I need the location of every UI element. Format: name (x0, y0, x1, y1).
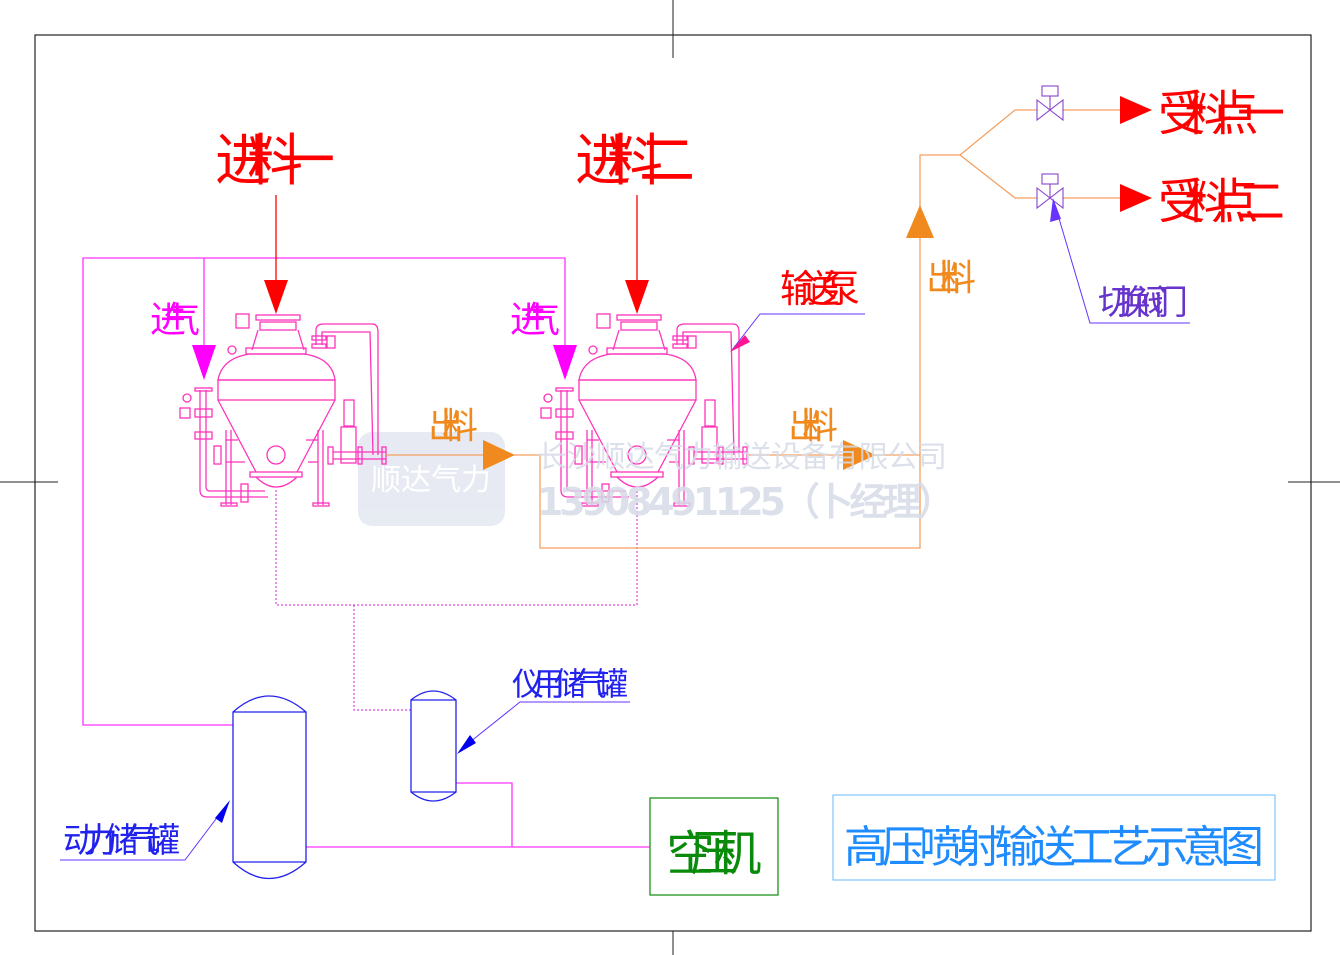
receiving-point-1-label: 受料点一 (1158, 86, 1285, 142)
air-in-1-label: 进气 (150, 300, 200, 341)
receiving-point-2-label: 受料点二 (1158, 174, 1285, 230)
air-compressor-label: 空压机 (667, 826, 762, 882)
discharge-arrow-1 (483, 440, 515, 470)
conveying-pump-label: 输送泵 (780, 267, 860, 311)
valve-leader-arrow (1050, 198, 1061, 222)
air-inlet-arrow-2 (553, 345, 577, 380)
power-air-tank (232, 695, 307, 880)
diagram-title: 高压喷射输送工艺示意图 (844, 822, 1264, 873)
air-pipeline (82, 257, 650, 848)
pump-vessel-1 (179, 313, 387, 507)
discharge-2-label: 出料 (788, 406, 838, 447)
discharge-pipeline (386, 109, 1120, 549)
discharge-arrow-up (906, 205, 934, 238)
receive-arrow-2 (1120, 184, 1152, 212)
air-compressor-box (649, 797, 779, 896)
instrument-tank-leader-arrow (457, 735, 476, 754)
watermark: 长沙顺达气力输送设备有限公司 13908491125（卜经理） (537, 440, 955, 524)
discharge-1-label: 出料 (428, 406, 478, 447)
air-inlet-arrow-1 (192, 345, 216, 380)
instrument-air-tank-label: 仪用储气罐 (512, 665, 628, 703)
feed-arrow-2 (625, 280, 649, 314)
watermark-phone: 13908491125（卜经理） (537, 480, 955, 524)
valve-2 (1036, 184, 1064, 210)
feed-arrow-1 (264, 280, 288, 314)
discharge-arrow-2 (843, 440, 876, 470)
receive-arrow-1 (1120, 96, 1152, 124)
valve-1 (1036, 96, 1064, 122)
air-in-2-label: 进气 (510, 300, 560, 341)
instrument-air-tank (410, 690, 457, 802)
title-box (832, 794, 1276, 881)
valve-actuator-1 (1041, 85, 1059, 97)
power-air-tank-label: 动力储气罐 (63, 821, 180, 861)
discharge-up-label: 出料 (926, 258, 976, 299)
valve-actuator-2 (1041, 173, 1059, 185)
pump-leader-arrow (730, 335, 750, 352)
feed-1-label: 进料一 (215, 129, 335, 194)
pump-vessel-2 (540, 313, 748, 507)
feed-lines (275, 195, 638, 280)
feed-2-label: 进料二 (575, 129, 695, 194)
watermark-logo: 顺达气力 (371, 463, 491, 498)
switch-valve-label: 切换阀门 (1098, 283, 1188, 323)
power-tank-leader-arrow (215, 800, 230, 823)
watermark-company: 长沙顺达气力输送设备有限公司 (537, 440, 947, 475)
leader-lines (60, 204, 1190, 861)
switch-valves (1036, 85, 1064, 210)
